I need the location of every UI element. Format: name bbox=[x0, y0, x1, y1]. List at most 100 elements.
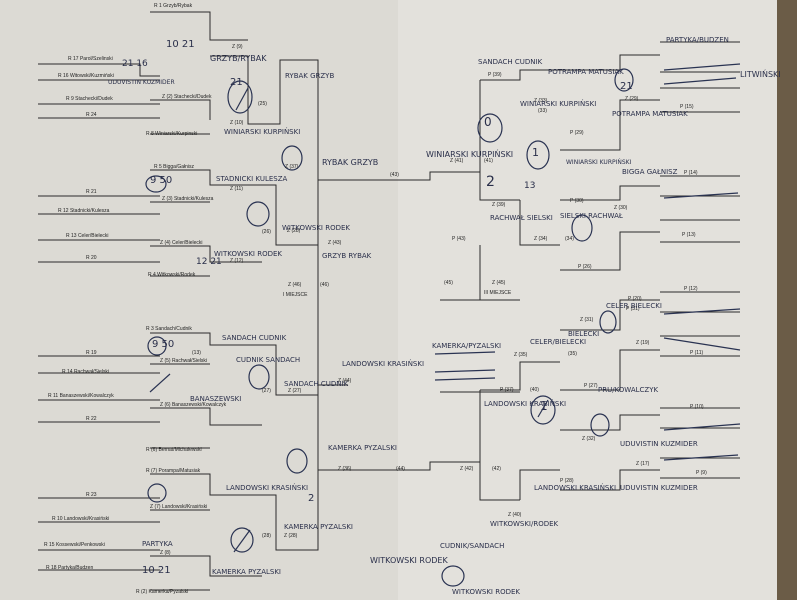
code-43: (43) bbox=[390, 172, 399, 178]
entry-r-1: R 1 Grzyb/Rybak bbox=[154, 3, 193, 9]
hw-scribble-6 bbox=[663, 454, 739, 461]
code-z33: Z (33) bbox=[534, 98, 548, 104]
entry-z2: Z (2) Stachecki/Dudek bbox=[162, 94, 212, 100]
code-p11: P (11) bbox=[690, 350, 704, 356]
hw-cudnik-sandach: CUDNIK SANDACH bbox=[236, 356, 301, 364]
label-first-place: I MIEJSCE bbox=[283, 292, 308, 298]
code-p37: P (37) bbox=[500, 387, 514, 393]
hw-rybak-grzyb: RYBAK GRZYB bbox=[285, 72, 335, 80]
hw-landowski-krasinski-r2: LANDOWSKI KRASIŃSKI bbox=[534, 484, 617, 492]
hw-score-14: 2 bbox=[486, 174, 495, 190]
code-p43: P (43) bbox=[452, 236, 466, 242]
entry-r-12: R 12 Stadnicki/Kulesza bbox=[58, 208, 110, 214]
hw-circle-7 bbox=[571, 214, 593, 242]
code-41: (41) bbox=[484, 158, 493, 164]
hw-partyka-budzen: PARTYKA/BUDZEN bbox=[666, 36, 729, 44]
code-26: (26) bbox=[262, 229, 271, 235]
line-l2 bbox=[38, 63, 160, 77]
entry-r-13: R 13 Celer/Bielecki bbox=[66, 233, 109, 239]
hw-winiarski-kurpinski-r3: WINIARSKI KURPIŃSKI bbox=[566, 159, 632, 166]
hw-circle-1 bbox=[227, 80, 253, 114]
entry-r-10: R 10 Landowski/Krasiński bbox=[52, 516, 110, 522]
hw-score-10: 1 bbox=[532, 146, 539, 159]
code-z28-a: Z (28) bbox=[287, 228, 301, 234]
line-l17 bbox=[262, 179, 360, 246]
hw-scribble-3 bbox=[663, 308, 741, 315]
code-z45: Z (45) bbox=[492, 280, 506, 286]
hw-strike-1 bbox=[235, 87, 249, 111]
line-r15 bbox=[560, 469, 660, 491]
line-r13 bbox=[560, 349, 660, 391]
code-z39: Z (39) bbox=[492, 202, 506, 208]
code-z43: Z (43) bbox=[328, 240, 342, 246]
code-p20: P (20) bbox=[628, 296, 642, 302]
entry-r-4: R 4 Witkowski/Rodek bbox=[148, 272, 196, 278]
hw-grzyb-rybak-top: GRZYB/RYBAK bbox=[210, 54, 267, 63]
line-r8 bbox=[560, 54, 660, 71]
entry-r-24: R 24 bbox=[86, 112, 97, 118]
hw-score-2: 21 16 bbox=[122, 59, 148, 69]
entry-r-3: R 3 Sandach/Cudnik bbox=[146, 326, 192, 332]
code-z17: Z (17) bbox=[636, 461, 650, 467]
label-third-place: III MIEJSCE bbox=[484, 290, 512, 296]
code-45: (45) bbox=[444, 280, 453, 286]
code-28: (28) bbox=[262, 533, 271, 539]
hw-circle-6 bbox=[614, 68, 634, 92]
code-p15: P (15) bbox=[680, 104, 694, 110]
hw-score-4: 9 50 bbox=[150, 175, 173, 186]
code-p12: P (12) bbox=[684, 286, 698, 292]
code-34: (34) bbox=[565, 236, 574, 242]
code-p10: P (10) bbox=[690, 404, 704, 410]
line-l8 bbox=[210, 55, 319, 205]
hw-score-11: 13 bbox=[524, 181, 536, 191]
entry-r-6: R (6) Bernat/Michalewski bbox=[146, 447, 202, 453]
hw-circle-13 bbox=[590, 413, 610, 437]
code-z28-b: Z (28) bbox=[284, 533, 298, 539]
code-z46: Z (46) bbox=[288, 282, 302, 288]
code-z27: Z (27) bbox=[288, 388, 302, 394]
line-l27 bbox=[262, 344, 348, 396]
code-p26: P (26) bbox=[578, 264, 592, 270]
line-l33 bbox=[150, 555, 262, 577]
code-z42: Z (42) bbox=[460, 466, 474, 472]
line-r14 bbox=[560, 414, 660, 431]
code-z36: Z (36) bbox=[338, 466, 352, 472]
code-z44: Z (44) bbox=[338, 378, 352, 384]
line-r11 bbox=[560, 231, 660, 271]
hw-kamerka-pyzalski-3: KAMERKA PYZALSKI bbox=[212, 568, 281, 576]
line-l36 bbox=[262, 469, 360, 551]
code-z37: Z (37) bbox=[285, 164, 299, 170]
hw-circle-5 bbox=[526, 140, 550, 170]
hw-circle-11 bbox=[230, 527, 254, 553]
hw-score-13: 1 bbox=[540, 399, 548, 413]
hw-strike-3 bbox=[537, 399, 549, 418]
hw-scribble-5 bbox=[663, 423, 741, 431]
hw-witkowski-rodek-bottom: WITKOWSKI RODEK bbox=[370, 556, 448, 565]
code-p27: P (27) bbox=[584, 383, 598, 389]
code-z41: Z (41) bbox=[450, 158, 464, 164]
code-p30: P (30) bbox=[570, 198, 584, 204]
entry-r-15: R 15 Kossewski/Penkowski bbox=[44, 542, 105, 548]
hw-score-3: 10 21 bbox=[142, 565, 171, 576]
line-r7 bbox=[519, 469, 560, 500]
code-z9: Z (9) bbox=[232, 44, 243, 50]
hw-circle-14 bbox=[441, 565, 465, 587]
hw-scribble-1 bbox=[663, 63, 741, 85]
hw-bigga-galnisz: BIGGA GAŁNISZ bbox=[622, 168, 678, 176]
code-p39: P (39) bbox=[488, 72, 502, 78]
code-35: (35) bbox=[568, 351, 577, 357]
entry-z3: Z (3) Stadnicki/Kulesza bbox=[162, 196, 214, 202]
hw-scribble-2 bbox=[663, 192, 739, 199]
hw-kamerka-pyzalski-r: KAMERKA/PYZALSKI bbox=[432, 342, 502, 350]
code-z29: Z (29) bbox=[625, 96, 639, 102]
line-r6 bbox=[480, 361, 560, 391]
hw-score-12: 21 bbox=[620, 81, 633, 92]
hw-potrampa-matusiak: POTRAMPA MATUSIAK bbox=[548, 68, 624, 76]
hw-circle-8 bbox=[530, 395, 556, 425]
hw-circle-16 bbox=[147, 336, 167, 356]
entry-r-20: R 20 bbox=[86, 255, 97, 261]
entry-r-5: R 5 Bigga/Gałnisz bbox=[154, 164, 195, 170]
hw-landowski-krasinski-r: LANDOWSKI KRASIŃSKI bbox=[484, 400, 567, 408]
